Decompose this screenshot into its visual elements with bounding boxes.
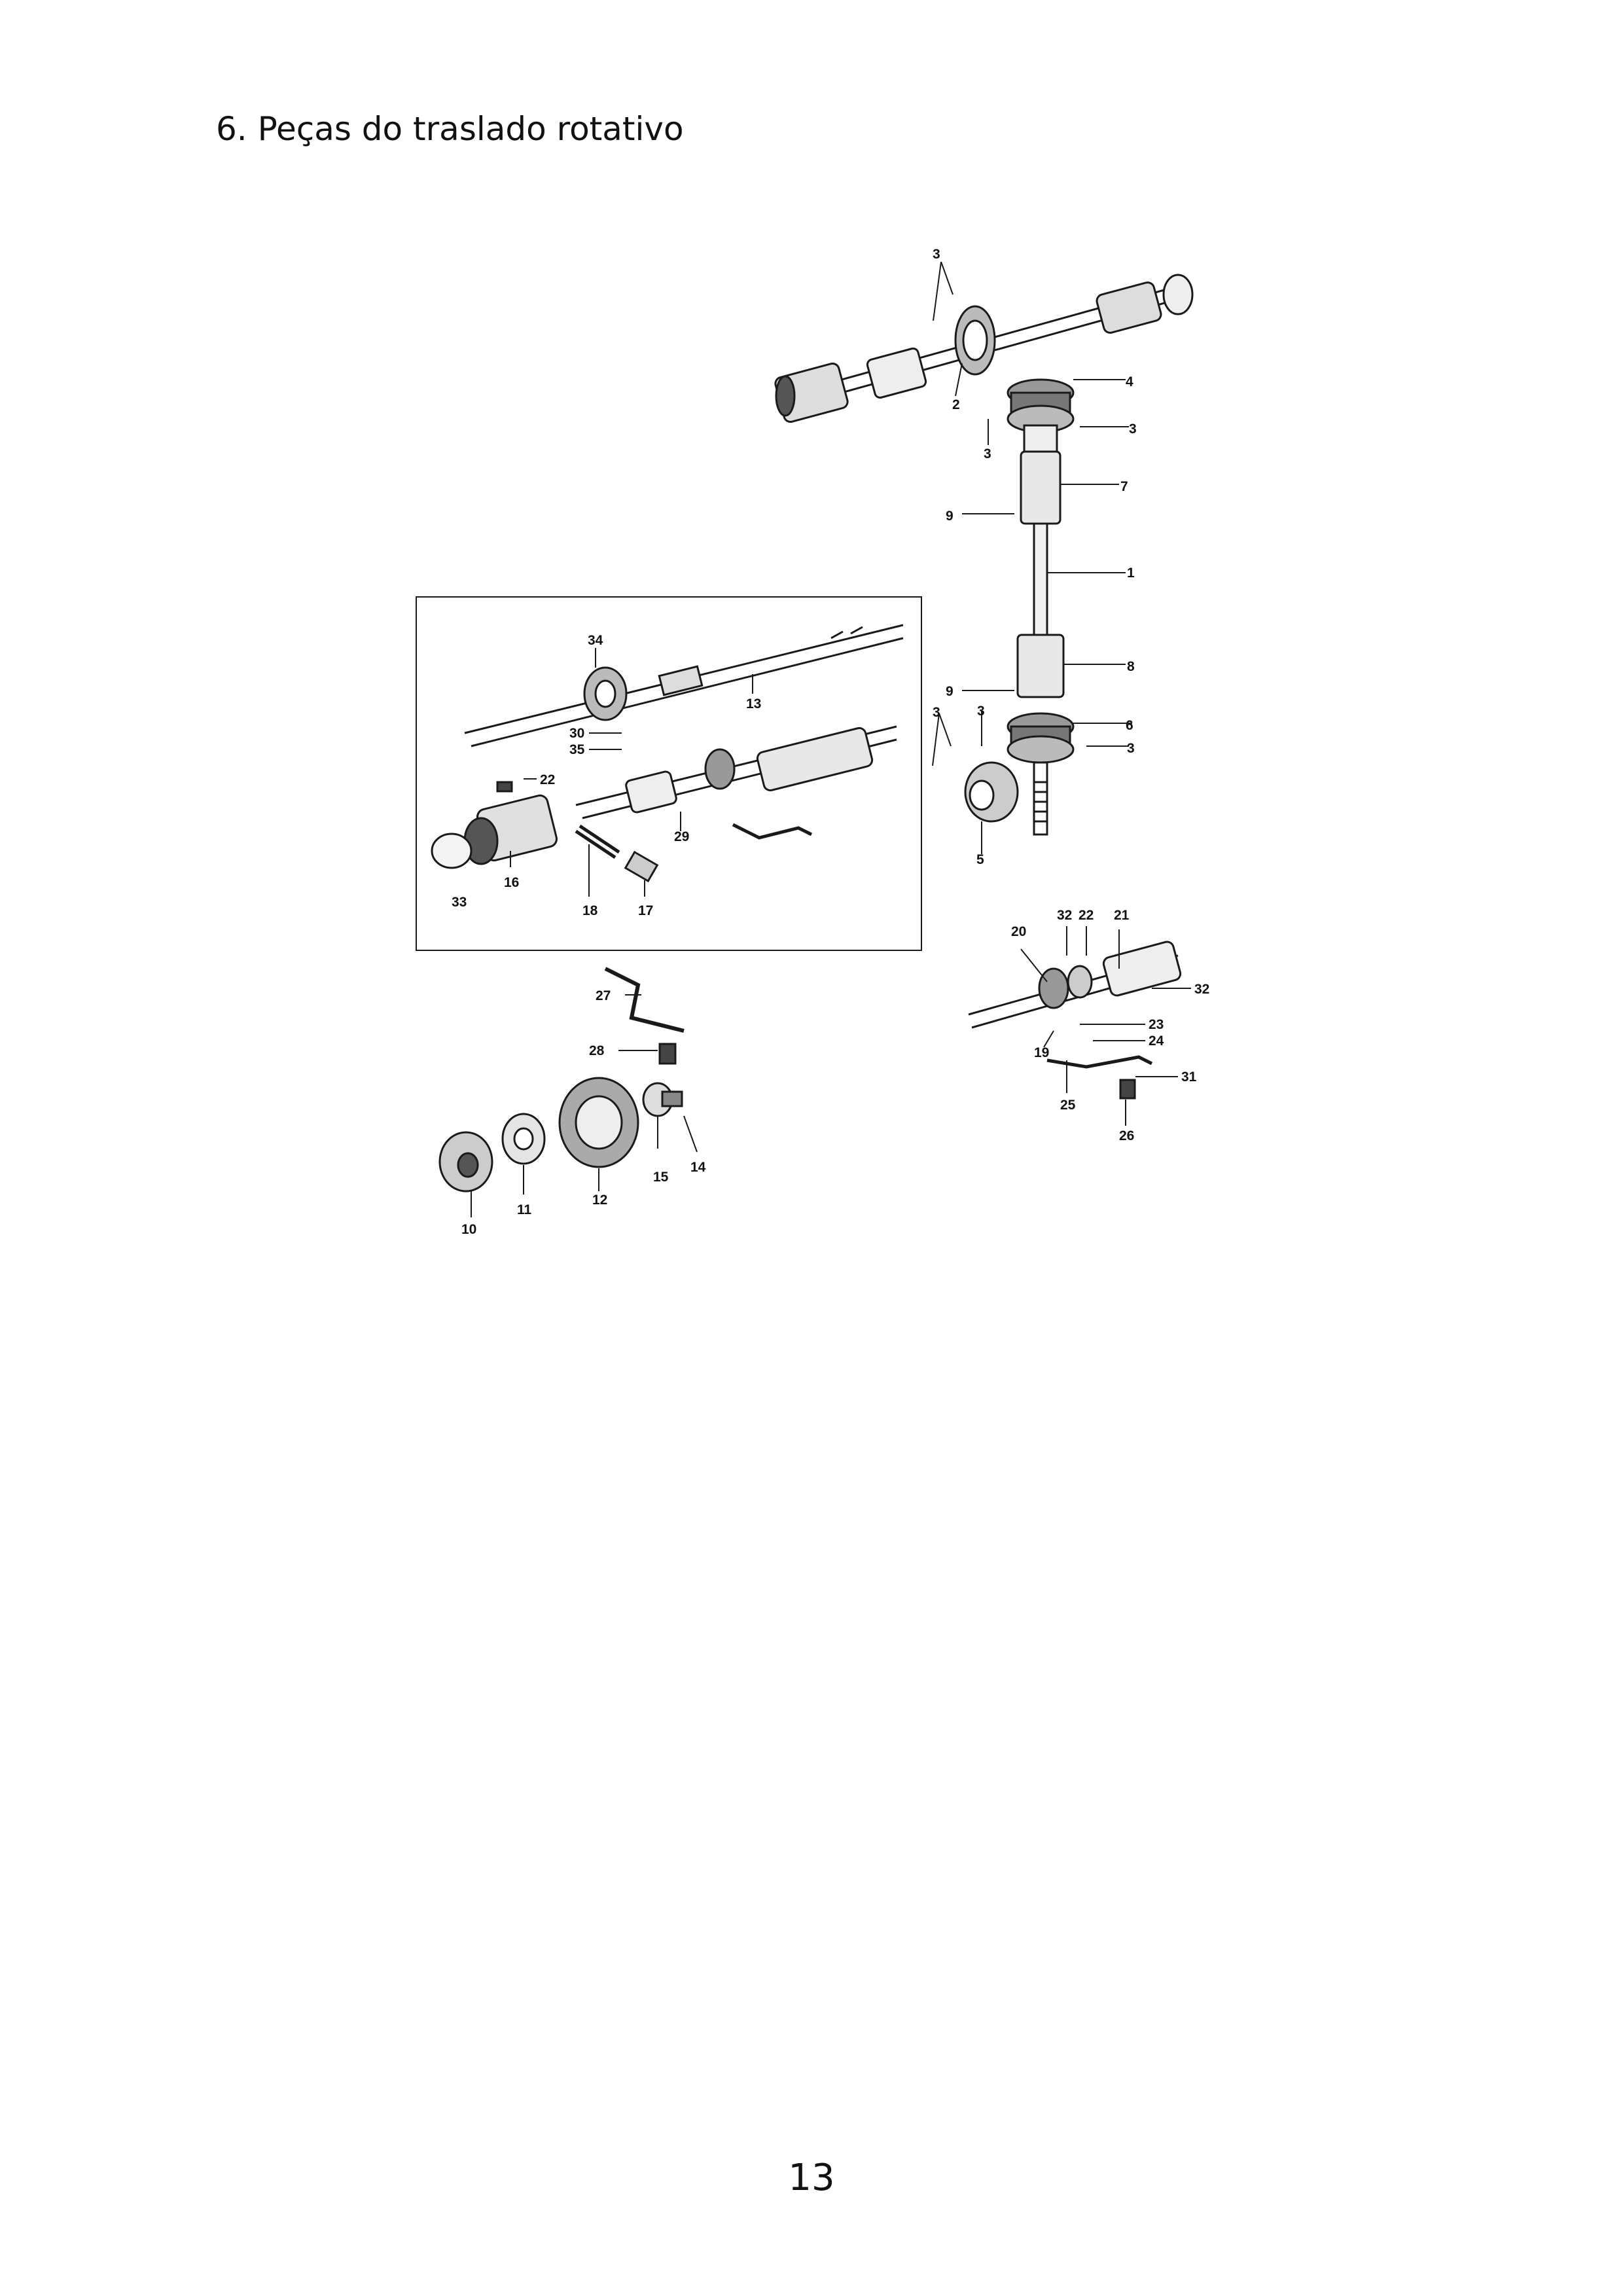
exploded-parts-diagram: 3 2 4 3 3 7 9 1 8 9 3 3 6 3 5 34 13 30 3… xyxy=(416,247,1209,1237)
part-label-3: 3 xyxy=(933,247,940,262)
part-label-3: 3 xyxy=(977,704,985,719)
inset-assembly xyxy=(431,624,904,883)
part-label-16: 16 xyxy=(504,875,519,890)
part-label-23: 23 xyxy=(1149,1017,1164,1032)
part-label-30: 30 xyxy=(569,726,584,741)
part-label-8: 8 xyxy=(1127,659,1135,674)
part-label-22: 22 xyxy=(540,772,555,787)
part-label-4: 4 xyxy=(1126,374,1133,389)
part-label-24: 24 xyxy=(1149,1033,1164,1049)
part-label-12: 12 xyxy=(592,1193,607,1208)
leader-lines xyxy=(471,261,1191,1217)
part-label-3: 3 xyxy=(1129,422,1137,437)
part-label-15: 15 xyxy=(653,1170,669,1185)
part-label-32: 32 xyxy=(1057,908,1072,923)
part-label-5: 5 xyxy=(976,852,984,867)
part-label-35: 35 xyxy=(569,742,585,757)
part-label-22: 22 xyxy=(1079,908,1094,923)
part-label-10: 10 xyxy=(461,1222,476,1237)
part-label-25: 25 xyxy=(1060,1098,1076,1113)
part-label-9: 9 xyxy=(946,684,954,699)
part-label-31: 31 xyxy=(1181,1069,1197,1085)
part-label-17: 17 xyxy=(638,903,653,918)
inset-frame xyxy=(416,596,922,951)
part-label-34: 34 xyxy=(588,633,603,648)
part-label-3: 3 xyxy=(1127,741,1135,756)
part-label-6: 6 xyxy=(1126,718,1133,733)
part-label-18: 18 xyxy=(582,903,598,918)
part-label-3: 3 xyxy=(984,446,991,461)
upper-shaft-assembly xyxy=(774,274,1194,423)
part-label-7: 7 xyxy=(1120,479,1128,494)
part-label-33: 33 xyxy=(452,895,467,910)
page-number: 13 xyxy=(788,2157,835,2199)
part-label-13: 13 xyxy=(746,696,761,711)
right-shaft-assembly xyxy=(968,941,1182,1100)
part-label-20: 20 xyxy=(1011,924,1026,939)
vertical-shaft-assembly xyxy=(964,378,1075,836)
part-label-11: 11 xyxy=(517,1202,532,1217)
part-label-1: 1 xyxy=(1127,565,1135,581)
part-label-28: 28 xyxy=(589,1043,605,1058)
hook-assembly-parts xyxy=(438,967,685,1193)
part-label-26: 26 xyxy=(1119,1128,1134,1143)
part-label-9: 9 xyxy=(946,509,954,524)
part-label-21: 21 xyxy=(1114,908,1130,923)
part-label-14: 14 xyxy=(690,1160,706,1175)
part-label-27: 27 xyxy=(596,988,611,1003)
part-label-3: 3 xyxy=(933,705,940,720)
page-title: 6. Peças do traslado rotativo xyxy=(216,110,684,148)
part-label-32: 32 xyxy=(1194,982,1209,997)
part-label-19: 19 xyxy=(1034,1045,1049,1060)
parts-illustration: 3 2 4 3 3 7 9 1 8 9 3 3 6 3 5 34 13 30 3… xyxy=(416,247,1209,1237)
part-label-2: 2 xyxy=(952,397,960,412)
part-label-29: 29 xyxy=(674,829,689,844)
part-labels: 3 2 4 3 3 7 9 1 8 9 3 3 6 3 5 34 13 30 3… xyxy=(452,247,1209,1237)
